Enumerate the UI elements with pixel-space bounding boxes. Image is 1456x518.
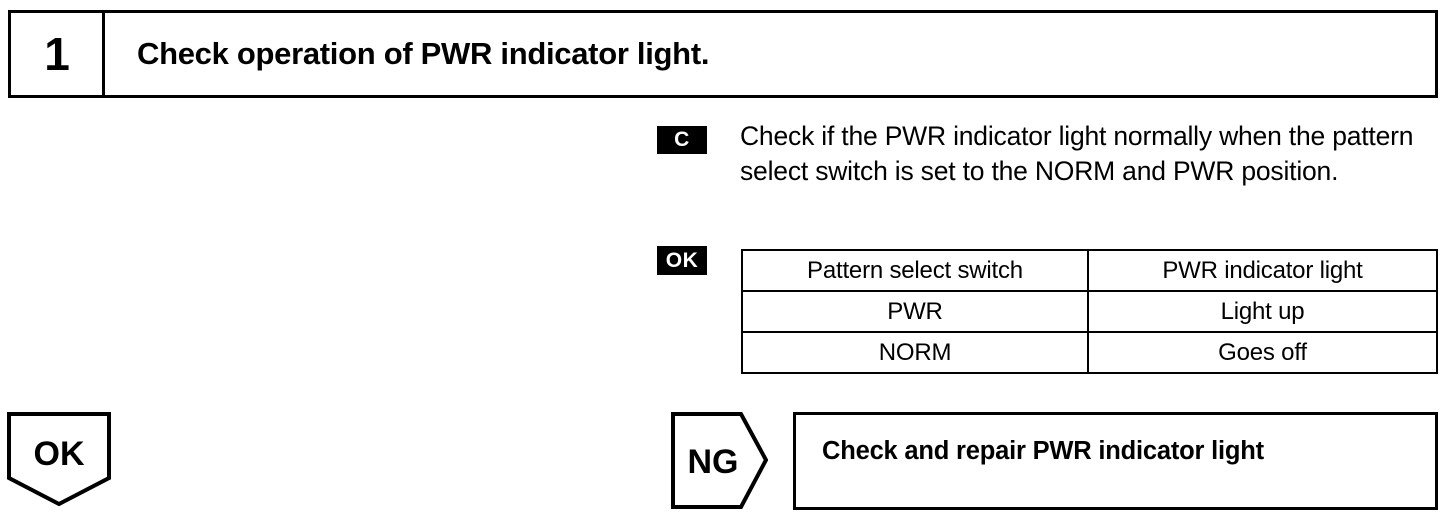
step-number-cell: 1	[11, 13, 105, 95]
condition-badge: C	[657, 126, 707, 154]
table-header-row: Pattern select switch PWR indicator ligh…	[741, 249, 1439, 292]
cell-indicator-state-norm: Goes off	[1086, 331, 1439, 374]
ng-result-text: Check and repair PWR indicator light	[822, 437, 1264, 465]
column-header-pattern-select-switch: Pattern select switch	[741, 249, 1089, 292]
cell-indicator-state-pwr: Light up	[1086, 290, 1439, 333]
step-title: Check operation of PWR indicator light.	[137, 36, 710, 71]
step-title-cell: Check operation of PWR indicator light.	[105, 13, 1435, 95]
condition-text: Check if the PWR indicator light normall…	[740, 121, 1414, 186]
cell-switch-position-pwr: PWR	[741, 290, 1089, 333]
ok-arrow-label: OK	[34, 435, 85, 473]
ng-arrow-shape: NG	[671, 412, 768, 509]
ok-branch-arrow: OK	[7, 412, 111, 508]
ok-pentagon-icon	[7, 412, 111, 507]
column-header-pwr-indicator-light: PWR indicator light	[1086, 249, 1439, 292]
ng-pentagon-icon	[671, 412, 768, 509]
ok-arrow-shape: OK	[7, 412, 111, 507]
ng-branch-arrow: NG	[671, 412, 768, 509]
ng-arrow-label: NG	[688, 443, 739, 481]
step-header: 1 Check operation of PWR indicator light…	[8, 10, 1438, 98]
step-number: 1	[44, 28, 70, 80]
spec-table: Pattern select switch PWR indicator ligh…	[741, 249, 1439, 374]
spec-ok-badge: OK	[657, 246, 707, 275]
table-row: NORM Goes off	[741, 331, 1439, 374]
ng-result-box: Check and repair PWR indicator light	[793, 412, 1438, 510]
table-row: PWR Light up	[741, 290, 1439, 333]
cell-switch-position-norm: NORM	[741, 331, 1089, 374]
